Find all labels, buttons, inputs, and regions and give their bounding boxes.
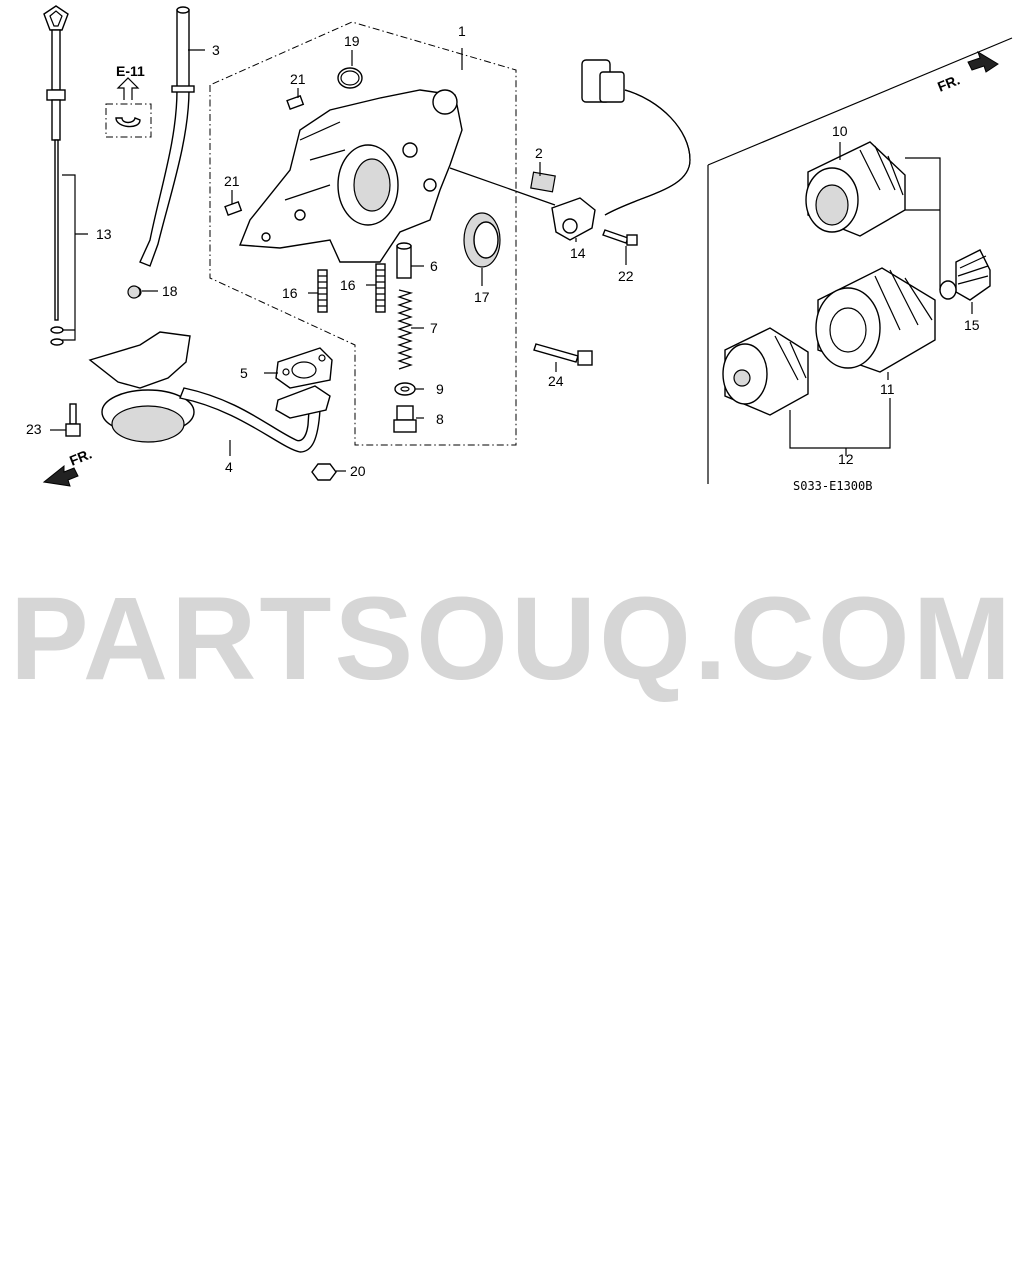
callout-23: 23 (26, 421, 42, 437)
strainer-gasket[interactable] (275, 347, 333, 389)
callout-21-lower: 21 (224, 173, 240, 189)
flange-bolt-long[interactable] (533, 343, 593, 366)
callout-6: 6 (430, 258, 438, 274)
callout-13: 13 (96, 226, 112, 242)
callout-7: 7 (430, 320, 438, 336)
strainer-flange (275, 385, 331, 419)
front-label-left: FR. (67, 445, 94, 468)
callout-20: 20 (350, 463, 366, 479)
relief-valve[interactable] (396, 242, 412, 279)
callout-24: 24 (548, 373, 564, 389)
callout-1: 1 (458, 23, 466, 39)
front-label-right: FR. (935, 71, 962, 94)
callout-10: 10 (832, 123, 848, 139)
oil-filter-12[interactable] (722, 327, 809, 416)
callout-17: 17 (474, 289, 490, 305)
dipstick-guide-tube[interactable] (130, 6, 195, 298)
sensor-wire-harness (581, 59, 691, 216)
callout-8: 8 (436, 411, 444, 427)
drawing-code: S033-E1300B (793, 479, 872, 493)
callout-14: 14 (570, 245, 586, 261)
oil-strainer[interactable] (88, 331, 321, 453)
assembly-outline (209, 21, 517, 446)
callout-5: 5 (240, 365, 248, 381)
stud-bolt-right[interactable] (375, 263, 386, 313)
sensor-bolt[interactable] (602, 229, 638, 246)
dowel-pin-lower[interactable] (224, 200, 243, 216)
callout-18: 18 (162, 283, 178, 299)
callout-labels: 1 2 3 4 5 6 7 8 9 10 11 12 13 14 15 16 1… (26, 23, 980, 479)
callout-11: 11 (880, 381, 895, 397)
parts-diagram: 1 2 3 4 5 6 7 8 9 10 11 12 13 14 15 16 1… (26, 5, 1013, 493)
oil-pressure-sensor[interactable] (449, 167, 596, 241)
reference-e11 (105, 77, 152, 138)
leader-lines (50, 48, 973, 472)
nut-20[interactable] (311, 463, 337, 481)
callout-12: 12 (838, 451, 854, 467)
filter-frame-top (707, 37, 1013, 166)
front-arrow-left (42, 464, 79, 487)
watermark: PARTSOUQ.COM (9, 573, 1015, 705)
callout-4: 4 (225, 459, 233, 475)
oil-seal[interactable] (463, 212, 501, 268)
callout-21-upper: 21 (290, 71, 306, 87)
callout-22: 22 (618, 268, 634, 284)
oil-pump-body[interactable] (238, 89, 463, 263)
callout-16-left: 16 (282, 285, 298, 301)
nut-18[interactable] (127, 285, 141, 299)
oil-filter-10[interactable] (805, 141, 906, 237)
stud-bolt-left[interactable] (317, 269, 328, 313)
strainer-bolt[interactable] (65, 403, 81, 437)
callout-9: 9 (436, 381, 444, 397)
callout-19: 19 (344, 33, 360, 49)
filter-nipple[interactable] (939, 249, 991, 301)
callout-16-right: 16 (340, 277, 356, 293)
callout-2: 2 (535, 145, 543, 161)
dowel-pin-upper[interactable] (286, 94, 305, 110)
callout-3: 3 (212, 42, 220, 58)
callout-15: 15 (964, 317, 980, 333)
relief-spring[interactable] (397, 289, 414, 370)
reference-label: E-11 (116, 63, 145, 79)
spacer-collar[interactable] (530, 171, 556, 193)
dipstick[interactable] (43, 5, 69, 346)
oil-filter-11[interactable] (815, 267, 936, 373)
sealing-bolt[interactable] (393, 405, 417, 433)
sealing-washer[interactable] (394, 382, 416, 396)
front-arrow-right (967, 50, 999, 73)
